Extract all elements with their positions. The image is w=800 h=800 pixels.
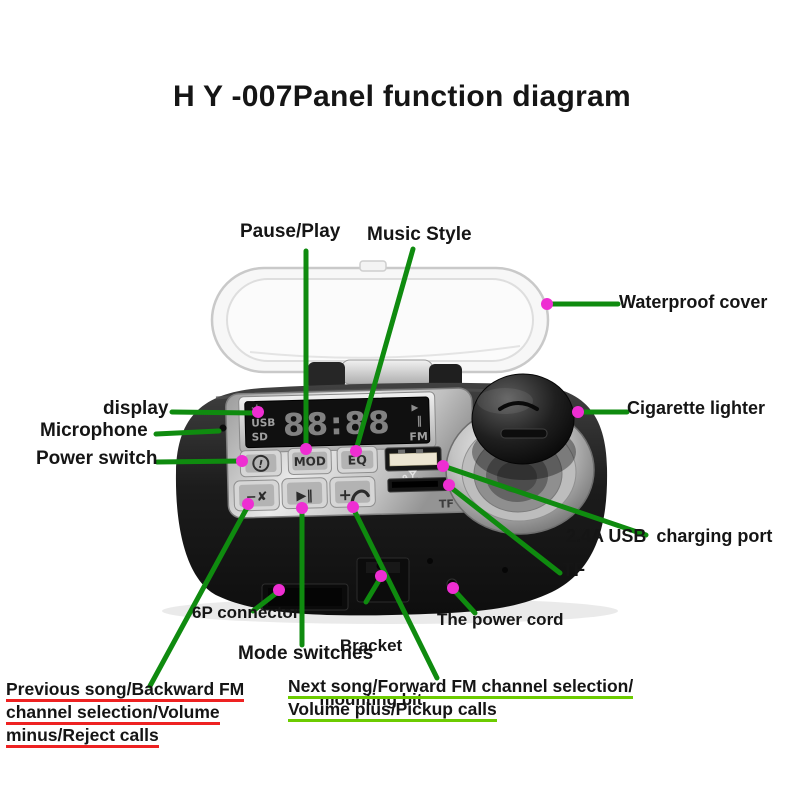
callout-dot-usb: [437, 460, 449, 472]
connector-line-power-cord: [450, 586, 478, 616]
screw-hole: [502, 567, 508, 573]
callout-dot-power: [236, 455, 248, 467]
plus-icon: +: [338, 485, 352, 504]
label-mode-switches: Mode switches: [238, 643, 374, 664]
connector-line-display: [169, 409, 261, 416]
six-p-connector-slot: [268, 588, 342, 606]
power-icon-mark: !: [257, 457, 265, 471]
callout-dot-play: [296, 502, 308, 514]
page-title: H Y -007Panel function diagram: [173, 80, 632, 113]
knob-slot: [500, 428, 548, 439]
label-bracket-line1: Bracket: [339, 636, 403, 655]
label-pause-play: Pause/Play: [240, 221, 341, 242]
label-power-switch: Power switch: [36, 448, 158, 469]
mod-button[interactable]: MOD: [287, 447, 332, 475]
callout-dot-power-cord: [447, 582, 459, 594]
microphone-hole: [219, 424, 227, 432]
label-waterproof-cover: Waterproof cover: [619, 292, 768, 312]
waterproof-cover: [210, 260, 550, 374]
label-six-p-connector: 6P connector: [192, 603, 300, 622]
label-bracket-line2: mounting bit: [319, 690, 423, 709]
label-tf: TF: [562, 560, 586, 581]
callout-dot-mod: [300, 443, 312, 455]
callout-dot-cover: [541, 298, 553, 310]
callout-dot-tf: [443, 479, 455, 491]
label-cigarette-lighter: Cigarette lighter: [627, 398, 766, 418]
mod-button-label: MOD: [294, 454, 326, 469]
callout-lines: [147, 246, 649, 689]
lcd-play-icon: ▶: [411, 403, 418, 413]
lcd-usb-indicator: USB: [251, 417, 275, 430]
connector-line-power-switch: [154, 458, 245, 465]
connector-line-tf: [446, 483, 563, 576]
cover-tab: [359, 260, 387, 272]
callout-dots: [236, 298, 584, 596]
play-pause-button[interactable]: ▶‖: [281, 477, 328, 510]
connector-line-usb: [440, 463, 649, 538]
label-previous-song-functions: Previous song/Backward FM channel select…: [6, 680, 245, 749]
callout-dot-eq: [350, 445, 362, 457]
knob-groove: [498, 401, 539, 411]
connector-line-previous: [147, 503, 251, 689]
callout-dot-bracket: [375, 570, 387, 582]
callout-dot-six-p: [273, 584, 285, 596]
lcd-display: USB SD 88:88 ▶ ‖ FM: [238, 391, 437, 454]
previous-functions-line2: channel selection/Volume: [6, 703, 220, 725]
callout-dot-previous: [242, 498, 254, 510]
tf-card-slot[interactable]: [387, 477, 449, 493]
lcd-sd-indicator: SD: [251, 431, 268, 443]
next-functions-line1: Next song/Forward FM channel selection/: [288, 677, 634, 699]
next-functions-line2: Volume plus/Pickup calls: [288, 700, 497, 722]
label-next-song-functions: Next song/Forward FM channel selection/ …: [288, 677, 634, 723]
label-music-style: Music Style: [367, 224, 472, 245]
previous-functions-line3: minus/Reject calls: [6, 726, 159, 748]
tf-etched-label: TF: [439, 497, 454, 510]
callout-dot-lighter: [572, 406, 584, 418]
label-bracket-mounting-bit: Bracket mounting bit: [315, 601, 427, 745]
callout-dot-next: [347, 501, 359, 513]
lighter-knob: [471, 373, 575, 465]
connector-line-microphone: [153, 428, 222, 437]
callout-dot-display: [252, 406, 264, 418]
label-display: display: [103, 398, 169, 419]
power-button[interactable]: !: [239, 449, 283, 478]
label-power-cord: The power cord: [437, 610, 564, 629]
usb-port[interactable]: [384, 446, 442, 472]
eq-button-label: EQ: [347, 452, 367, 467]
power-icon: [252, 454, 270, 472]
label-microphone: Microphone: [40, 420, 148, 441]
previous-functions-line1: Previous song/Backward FM: [6, 680, 245, 702]
screw-hole: [427, 558, 433, 564]
phone-handset-icon: [350, 489, 370, 503]
lcd-fm-indicator: FM: [409, 430, 428, 443]
connector-line-music-style: [353, 246, 416, 453]
lcd-digits: 88:88: [283, 405, 393, 444]
play-pause-icon: ▶‖: [296, 488, 313, 503]
lcd-pause-icon: ‖: [416, 414, 422, 427]
connector-line-six-p: [250, 588, 282, 614]
previous-button[interactable]: −✘: [233, 479, 280, 512]
connector-line-next: [350, 505, 440, 681]
label-usb-charging-port: 2.4A USB charging port: [566, 526, 773, 546]
front-panel: USB SD 88:88 ▶ ‖ FM ! MOD: [225, 387, 476, 519]
